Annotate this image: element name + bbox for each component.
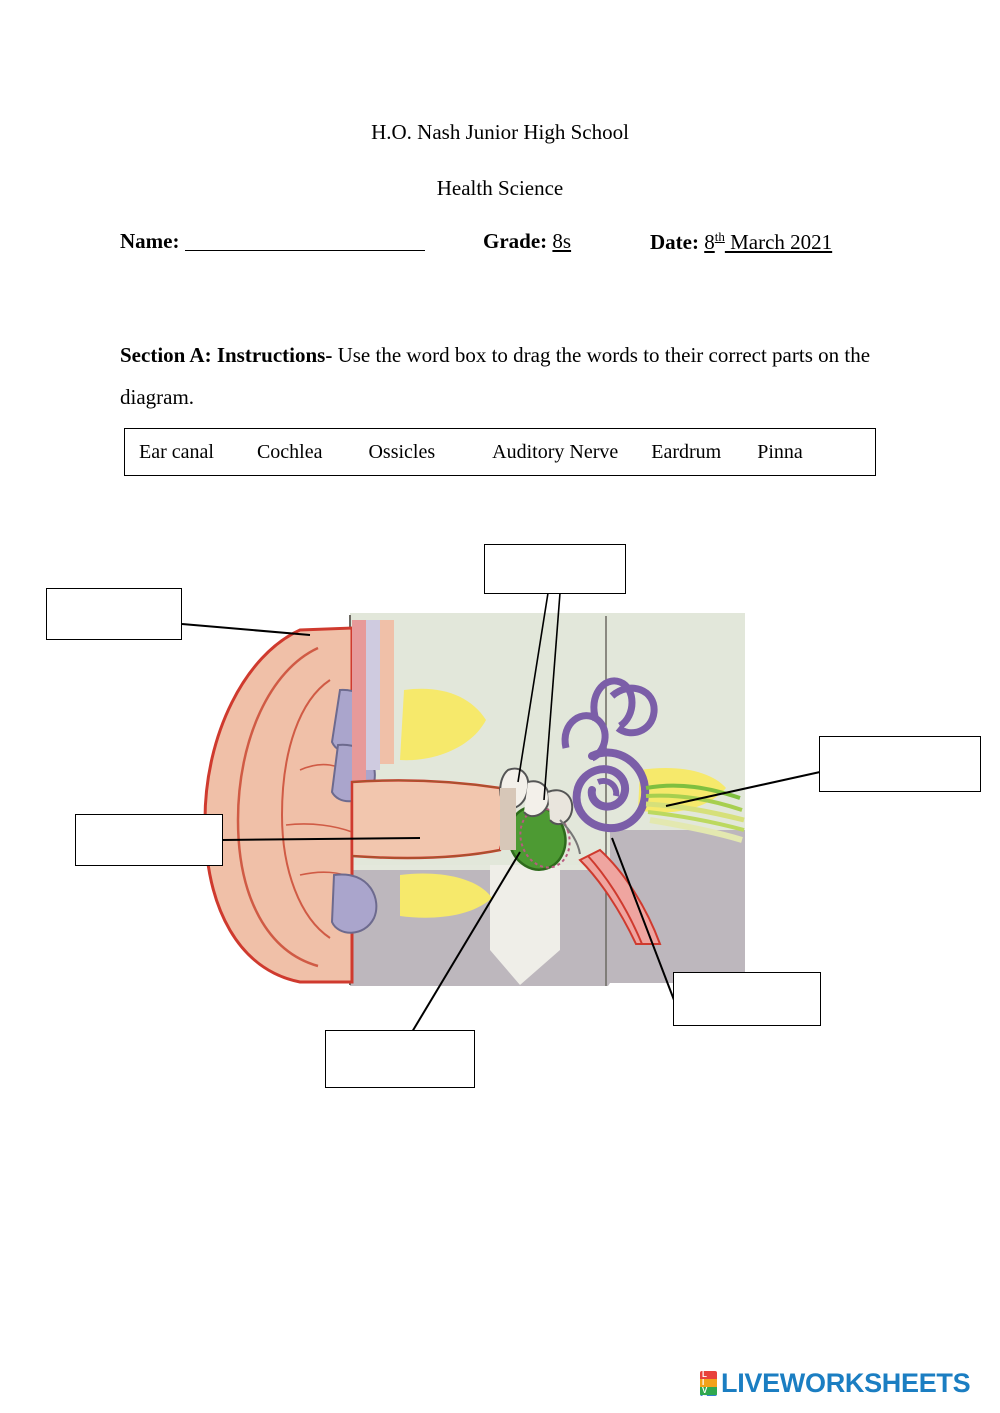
- date-field-group: Date: 8th March 2021: [650, 229, 832, 255]
- name-input[interactable]: [185, 233, 426, 251]
- badge-letter-i: I: [700, 1378, 717, 1387]
- answer-box-cochlea[interactable]: [819, 736, 981, 792]
- name-field-group: Name:: [120, 229, 426, 254]
- answer-box-pinna[interactable]: [46, 588, 182, 640]
- badge-letter-v: V: [700, 1386, 717, 1395]
- word-auditory-nerve[interactable]: Auditory Nerve: [492, 440, 619, 463]
- date-rest: March 2021: [724, 230, 833, 254]
- answer-box-auditory-nerve[interactable]: [673, 972, 821, 1026]
- word-eardrum[interactable]: Eardrum: [651, 440, 722, 463]
- date-label: Date:: [650, 230, 699, 254]
- date-day: 8: [704, 230, 715, 254]
- live-badge-icon: L I V E: [700, 1370, 717, 1396]
- grade-value: 8s: [552, 229, 572, 253]
- grade-label: Grade:: [483, 229, 548, 253]
- grade-field-group: Grade: 8s: [483, 229, 571, 254]
- instructions-text: Use the word box to drag the words to th…: [120, 343, 871, 409]
- instructions-title: Section A: Instructions-: [120, 343, 333, 367]
- date-suffix: th: [714, 229, 725, 244]
- liveworksheets-logo: L I V E LIVEWORKSHEETS: [700, 1367, 971, 1398]
- word-box: Ear canal Cochlea Ossicles Auditory Nerv…: [124, 428, 876, 476]
- student-info-row: Name: Grade: 8s Date: 8th March 2021: [120, 229, 880, 259]
- word-ear-canal[interactable]: Ear canal: [139, 440, 214, 463]
- answer-box-eardrum[interactable]: [325, 1030, 475, 1088]
- school-title: H.O. Nash Junior High School: [371, 120, 629, 144]
- name-label: Name:: [120, 229, 180, 253]
- word-pinna[interactable]: Pinna: [757, 440, 803, 463]
- ear-anatomy-illustration: [203, 613, 745, 986]
- subject-title: Health Science: [436, 176, 564, 200]
- answer-box-ear-canal[interactable]: [75, 814, 223, 866]
- badge-letter-e: E: [700, 1394, 717, 1396]
- badge-letter-l: L: [700, 1370, 717, 1379]
- word-cochlea[interactable]: Cochlea: [256, 440, 323, 463]
- leader-lines: [181, 592, 821, 1033]
- instructions-paragraph: Section A: Instructions- Use the word bo…: [120, 334, 880, 418]
- liveworksheets-wordmark: LIVEWORKSHEETS: [721, 1367, 971, 1398]
- ear-diagram-area: [0, 520, 1000, 1140]
- answer-box-ossicles[interactable]: [484, 544, 626, 594]
- word-ossicles[interactable]: Ossicles: [368, 440, 436, 463]
